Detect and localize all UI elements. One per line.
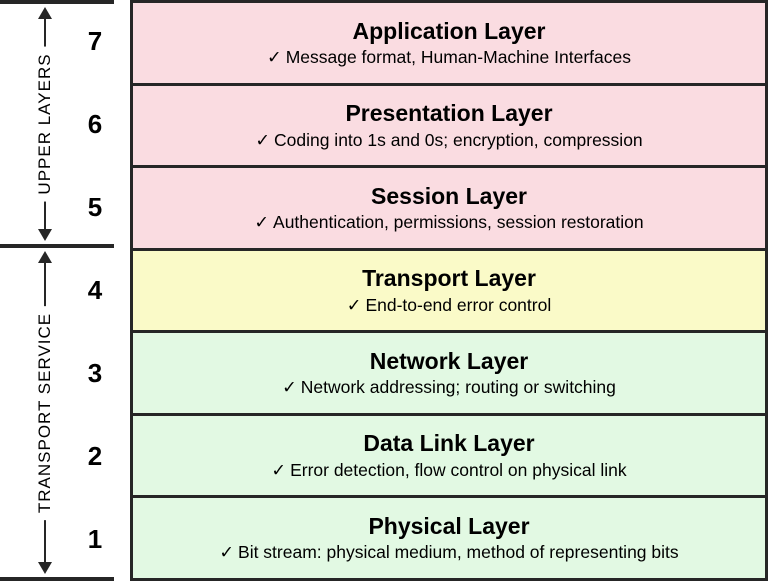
- layer-number-7: 7: [87, 26, 103, 56]
- layer-stack: Application Layer ✓Message format, Human…: [130, 0, 768, 581]
- checkmark-icon: ✓: [271, 459, 287, 480]
- layer-description-text: Error detection, flow control on physica…: [290, 459, 627, 480]
- layer-row-data-link: Data Link Layer ✓Error detection, flow c…: [133, 415, 765, 499]
- checkmark-icon: ✓: [282, 377, 297, 398]
- layer-row-network: Network Layer ✓Network addressing; routi…: [133, 333, 765, 416]
- down-arrow-icon: [38, 229, 52, 241]
- layer-title: Session Layer: [371, 182, 527, 209]
- rail-divider-middle: [0, 244, 114, 248]
- layer-description-text: Network addressing; routing or switching: [300, 377, 616, 398]
- checkmark-icon: ✓: [255, 129, 270, 150]
- layer-title: Data Link Layer: [363, 430, 535, 457]
- layer-number-6: 6: [87, 109, 103, 139]
- layer-number-3: 3: [87, 358, 103, 388]
- checkmark-icon: ✓: [219, 542, 235, 563]
- layer-title: Network Layer: [369, 347, 529, 374]
- layer-number-4: 4: [87, 275, 103, 305]
- layer-row-transport: Transport Layer ✓End-to-end error contro…: [133, 250, 765, 334]
- layer-number-2: 2: [87, 441, 103, 471]
- upper-layers-label: UPPER LAYERS: [33, 46, 57, 202]
- layer-description: ✓Bit stream: physical medium, method of …: [219, 542, 678, 563]
- transport-service-section: TRANSPORT SERVICE: [0, 251, 90, 574]
- layer-description: ✓Authentication, permissions, session re…: [254, 212, 643, 233]
- rail-divider-top: [0, 0, 114, 4]
- layer-description-text: Coding into 1s and 0s; encryption, compr…: [273, 129, 643, 150]
- layer-number-5: 5: [87, 192, 103, 222]
- transport-service-label: TRANSPORT SERVICE: [33, 305, 57, 520]
- layer-title: Transport Layer: [362, 265, 536, 292]
- layer-numbers-column: 7 6 5 4 3 2 1: [70, 0, 120, 581]
- layer-description: ✓Error detection, flow control on physic…: [271, 460, 626, 481]
- checkmark-icon: ✓: [254, 212, 270, 233]
- layer-description: ✓Message format, Human-Machine Interface…: [267, 47, 631, 68]
- layer-title: Physical Layer: [368, 513, 530, 540]
- layer-description-text: End-to-end error control: [365, 294, 552, 315]
- up-arrow-icon: [38, 7, 52, 19]
- layer-description: ✓Network addressing; routing or switchin…: [282, 377, 616, 398]
- layer-description-text: Authentication, permissions, session res…: [273, 212, 644, 233]
- layer-row-physical: Physical Layer ✓Bit stream: physical med…: [133, 498, 765, 579]
- layer-description-text: Bit stream: physical medium, method of r…: [238, 542, 679, 563]
- layer-title: Presentation Layer: [345, 100, 553, 127]
- checkmark-icon: ✓: [267, 47, 282, 67]
- upper-layers-section: UPPER LAYERS: [0, 7, 90, 241]
- layer-row-session: Session Layer ✓Authentication, permissio…: [133, 168, 765, 251]
- down-arrow-icon: [38, 562, 52, 574]
- left-rail: UPPER LAYERS TRANSPORT SERVICE 7 6 5 4 3…: [0, 0, 130, 581]
- layer-number-1: 1: [87, 524, 103, 554]
- layer-row-application: Application Layer ✓Message format, Human…: [133, 3, 765, 86]
- up-arrow-icon: [38, 251, 52, 263]
- rail-divider-bottom: [0, 577, 114, 581]
- layer-description: ✓End-to-end error control: [347, 295, 551, 316]
- layer-title: Application Layer: [352, 17, 546, 44]
- layer-description: ✓Coding into 1s and 0s; encryption, comp…: [255, 130, 642, 151]
- layer-description-text: Message format, Human-Machine Interfaces: [285, 47, 631, 67]
- layer-row-presentation: Presentation Layer ✓Coding into 1s and 0…: [133, 85, 765, 169]
- checkmark-icon: ✓: [346, 294, 362, 315]
